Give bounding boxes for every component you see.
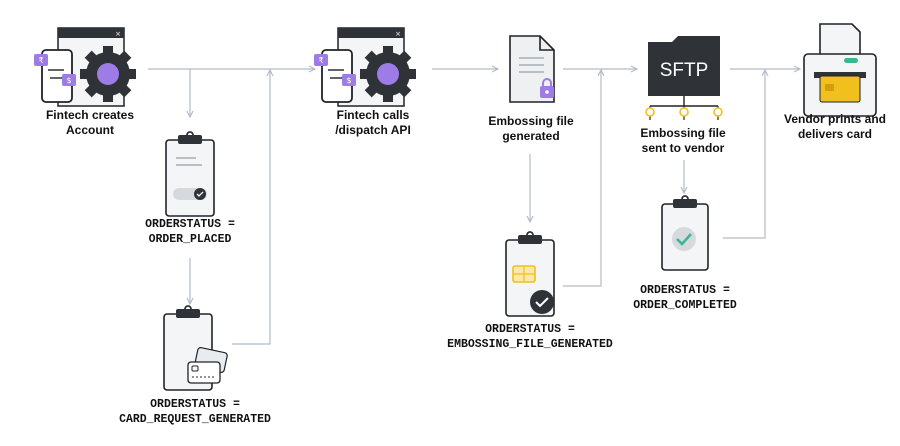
sftp-server-icon: SFTP [645,36,723,120]
svg-text:$: $ [66,76,71,85]
embossing-sent-line2: sent to vendor [641,141,725,155]
fintech-creates-line1: Fintech creates [45,108,135,122]
fintech-calls-line1: Fintech calls [336,108,410,122]
status-embossing: ORDERSTATUS = EMBOSSING_FILE_GENERATED [430,322,630,352]
arrow-embossing-status-to-sftp-line [563,70,601,287]
svg-text:₹: ₹ [38,56,43,65]
status-order-placed-line2: ORDER_PLACED [148,233,232,246]
status-order-completed-line1: ORDERSTATUS = [640,284,730,297]
fintech-creates-label: Fintech creates Account [30,108,150,138]
clipboard-chip-check-icon [505,231,555,317]
arrow-completed-to-vendor-line [723,70,765,239]
embossing-generated-line1: Embossing file [488,114,574,128]
fintech-app-gear-icon: × ₹ $ [34,27,136,107]
svg-text:×: × [395,30,401,38]
arrow-card-request-to-dispatch [232,70,270,345]
fintech-creates-line2: Account [66,123,114,137]
status-card-request: ORDERSTATUS = CARD_REQUEST_GENERATED [100,397,290,427]
card-printer-icon [803,23,877,117]
status-embossing-line2: EMBOSSING_FILE_GENERATED [447,338,613,351]
embossing-generated-label: Embossing file generated [476,114,586,144]
fintech-app-gear-icon-2: × ₹ $ [314,27,416,107]
clipboard-check-icon [661,195,709,271]
status-embossing-line1: ORDERSTATUS = [485,323,575,336]
clipboard-cards-icon [163,305,228,391]
embossing-sent-line1: Embossing file [640,126,726,140]
status-order-placed: ORDERSTATUS = ORDER_PLACED [120,217,260,247]
status-card-request-line2: CARD_REQUEST_GENERATED [119,413,271,426]
status-order-completed-line2: ORDER_COMPLETED [633,299,737,312]
svg-text:₹: ₹ [318,56,323,65]
status-order-completed: ORDERSTATUS = ORDER_COMPLETED [610,283,760,313]
clipboard-toggle-icon [165,131,215,217]
vendor-line2: delivers card [797,127,873,141]
embossing-generated-line2: generated [502,129,560,143]
vendor-line1: Vendor prints and [783,112,886,126]
status-order-placed-line1: ORDERSTATUS = [145,218,235,231]
sftp-label: SFTP [660,60,709,81]
svg-text:$: $ [346,76,351,85]
svg-text:×: × [115,30,121,38]
locked-document-icon [509,35,555,103]
embossing-sent-label: Embossing file sent to vendor [628,126,738,156]
connectors [148,69,800,345]
fintech-calls-label: Fintech calls /dispatch API [318,108,428,138]
vendor-label: Vendor prints and delivers card [772,112,898,142]
fintech-calls-line2: /dispatch API [335,123,411,137]
status-card-request-line1: ORDERSTATUS = [150,398,240,411]
